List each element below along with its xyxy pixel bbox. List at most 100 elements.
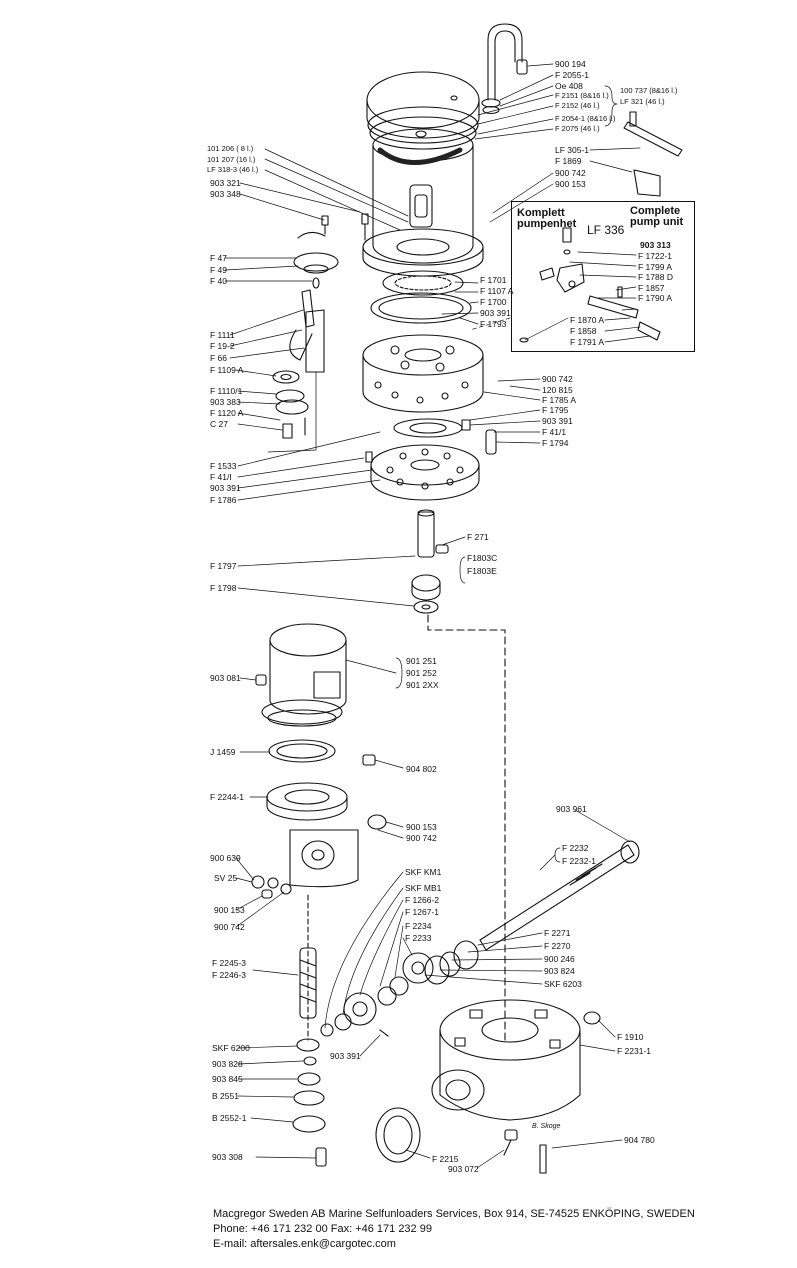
- part-label: F 1791 A: [570, 337, 605, 347]
- part-label: F 2232: [562, 843, 589, 853]
- part-label: F 2054-1 (8&16 l.): [555, 114, 616, 123]
- part-label: SKF 6200: [212, 1043, 250, 1053]
- gearbox-housing-part: [431, 999, 601, 1121]
- part-label: F 1870 A: [570, 315, 605, 325]
- part-label: 901 251: [406, 656, 437, 666]
- part-label: F 1267-1: [405, 907, 440, 917]
- part-label: LF 321 (46 l.): [620, 97, 665, 106]
- part-label: F 2232-1: [562, 856, 597, 866]
- part-label: F1803C: [467, 553, 498, 563]
- part-label: F 41/1: [542, 427, 567, 437]
- part-label: 903 961: [556, 804, 587, 814]
- part-label: F 1533: [210, 461, 237, 471]
- kit-title-en-1: Complete: [630, 205, 681, 217]
- part-label: F 1797: [210, 561, 237, 571]
- part-label: F 19-2: [210, 341, 235, 351]
- motor-part: [255, 623, 347, 727]
- part-label: 100 737 (8&16 l.): [620, 86, 678, 95]
- footer-email: E-mail: aftersales.enk@cargotec.com: [213, 1238, 396, 1250]
- part-label: 900 742: [555, 168, 586, 178]
- part-label: B 2552-1: [212, 1113, 247, 1123]
- part-label: F 2271: [544, 928, 571, 938]
- part-label: 900 742: [214, 922, 245, 932]
- screw-903321-part: [321, 213, 369, 241]
- part-label: 903 348: [210, 189, 241, 199]
- handle-tube-part: [481, 23, 528, 115]
- part-label: 903 321: [210, 178, 241, 188]
- part-label: 900 153: [214, 905, 245, 915]
- signature-text: B. Skoge: [532, 1123, 561, 1130]
- part-label: F 1910: [617, 1032, 644, 1042]
- part-label: SKF 6203: [544, 979, 582, 989]
- part-label: 900 194: [555, 59, 586, 69]
- part-label: F 1795: [542, 405, 569, 415]
- part-label: F 1110/1: [210, 386, 243, 396]
- part-label: F 1786: [210, 495, 237, 505]
- flange-f2244-part: [266, 782, 348, 821]
- part-label: F 1722-1: [638, 251, 673, 261]
- part-label: F 1701: [480, 275, 507, 285]
- part-label: 903 313: [640, 240, 671, 250]
- part-label: F 2055-1: [555, 70, 590, 80]
- part-label: F 1790 A: [638, 293, 673, 303]
- part-label: F 2246-3: [212, 970, 247, 980]
- pump-gasket-part: [370, 270, 472, 324]
- part-label: 903 391: [542, 416, 573, 426]
- tank-lid-part: [366, 71, 480, 150]
- part-label: F 2270: [544, 941, 571, 951]
- footer-address: Macgregor Sweden AB Marine Selfunloaders…: [213, 1208, 695, 1220]
- pump-shaft-part: [411, 509, 449, 614]
- part-label: J 1459: [210, 747, 236, 757]
- part-label: F 1794: [542, 438, 569, 448]
- part-label: LF 305-1: [555, 145, 590, 155]
- part-label: F 1799 A: [638, 262, 673, 272]
- part-label: 101 206 ( 8 l.): [207, 144, 254, 153]
- part-label: F 1111: [210, 330, 235, 340]
- part-label: LF 318-3 (46 l.): [207, 165, 259, 174]
- part-label: 903 081: [210, 673, 241, 683]
- part-label: F 2075 (46 l.): [555, 124, 600, 133]
- part-label: F 2151 (8&16 l.): [555, 91, 609, 100]
- part-label: F 1109 A: [210, 365, 244, 375]
- part-label: F 2152 (46 l.): [555, 101, 600, 110]
- part-label: 903 391: [330, 1051, 361, 1061]
- worm-gear-part: [320, 952, 434, 1037]
- part-label: 903 824: [544, 966, 575, 976]
- part-label: F 1788 D: [638, 272, 673, 282]
- part-label: F 1785 A: [542, 395, 577, 405]
- part-label: 903 308: [212, 1152, 243, 1162]
- part-label: 903 845: [212, 1074, 243, 1084]
- part-label: F 1793: [480, 319, 507, 329]
- part-label: F1803E: [467, 566, 497, 576]
- part-label: F 2234: [405, 921, 432, 931]
- flange-f2215-part: [375, 1107, 547, 1174]
- complete-pump-unit-box: Komplett pumpenhet Complete pump unit LF…: [511, 201, 695, 352]
- part-label: F 1700: [480, 297, 507, 307]
- part-label: 900 742: [542, 374, 573, 384]
- part-label: F 1869: [555, 156, 582, 166]
- part-label: F 2233: [405, 933, 432, 943]
- part-label: F 1858: [570, 326, 597, 336]
- worm-housing-part: [251, 814, 387, 899]
- part-label: B 2551: [212, 1091, 239, 1101]
- part-label: SKF MB1: [405, 883, 442, 893]
- part-label: 900 639: [210, 853, 241, 863]
- part-label: F 49: [210, 265, 228, 275]
- part-label: F 1107 A: [480, 286, 514, 296]
- part-label: 904 802: [406, 764, 437, 774]
- part-label: 903 391: [480, 308, 511, 318]
- part-label: F 40: [210, 276, 228, 286]
- part-label: Oe 408: [555, 81, 583, 91]
- part-label: F 2245-3: [212, 958, 247, 968]
- pump-block-part: [362, 334, 484, 413]
- part-label: F 2215: [432, 1154, 459, 1164]
- lever-assembly-part: [272, 231, 339, 439]
- part-label: 903 391: [210, 483, 241, 493]
- part-label: 901 252: [406, 668, 437, 678]
- centre-line: [427, 614, 506, 1041]
- part-label: SV 25: [214, 873, 238, 883]
- part-label: F 1798: [210, 583, 237, 593]
- part-label: C 27: [210, 419, 228, 429]
- part-label: F 271: [467, 532, 489, 542]
